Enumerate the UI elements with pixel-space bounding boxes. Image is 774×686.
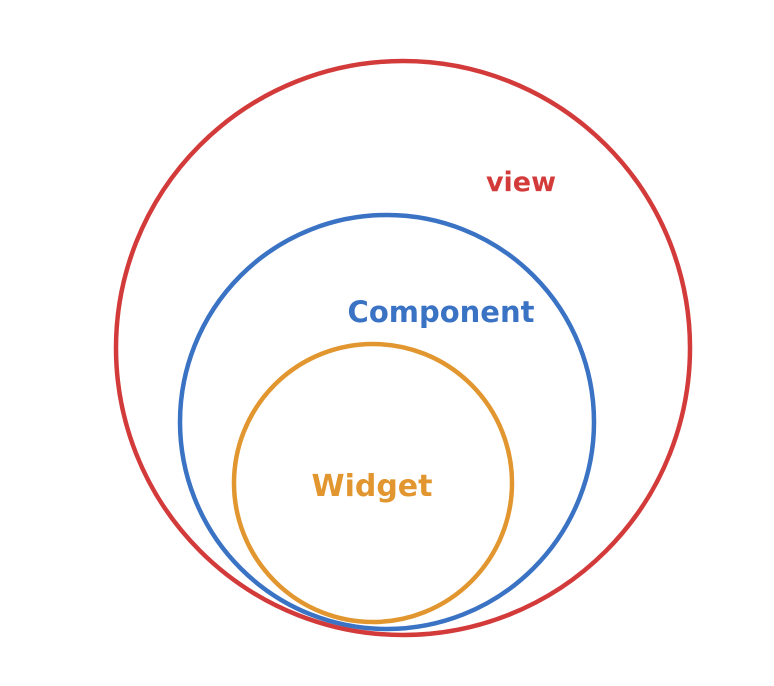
view-circle: [113, 58, 693, 638]
widget-circle: [231, 341, 515, 625]
view-label: view: [486, 167, 556, 198]
component-circle: [177, 212, 597, 632]
widget-label: Widget: [311, 469, 432, 504]
component-label: Component: [348, 295, 535, 329]
